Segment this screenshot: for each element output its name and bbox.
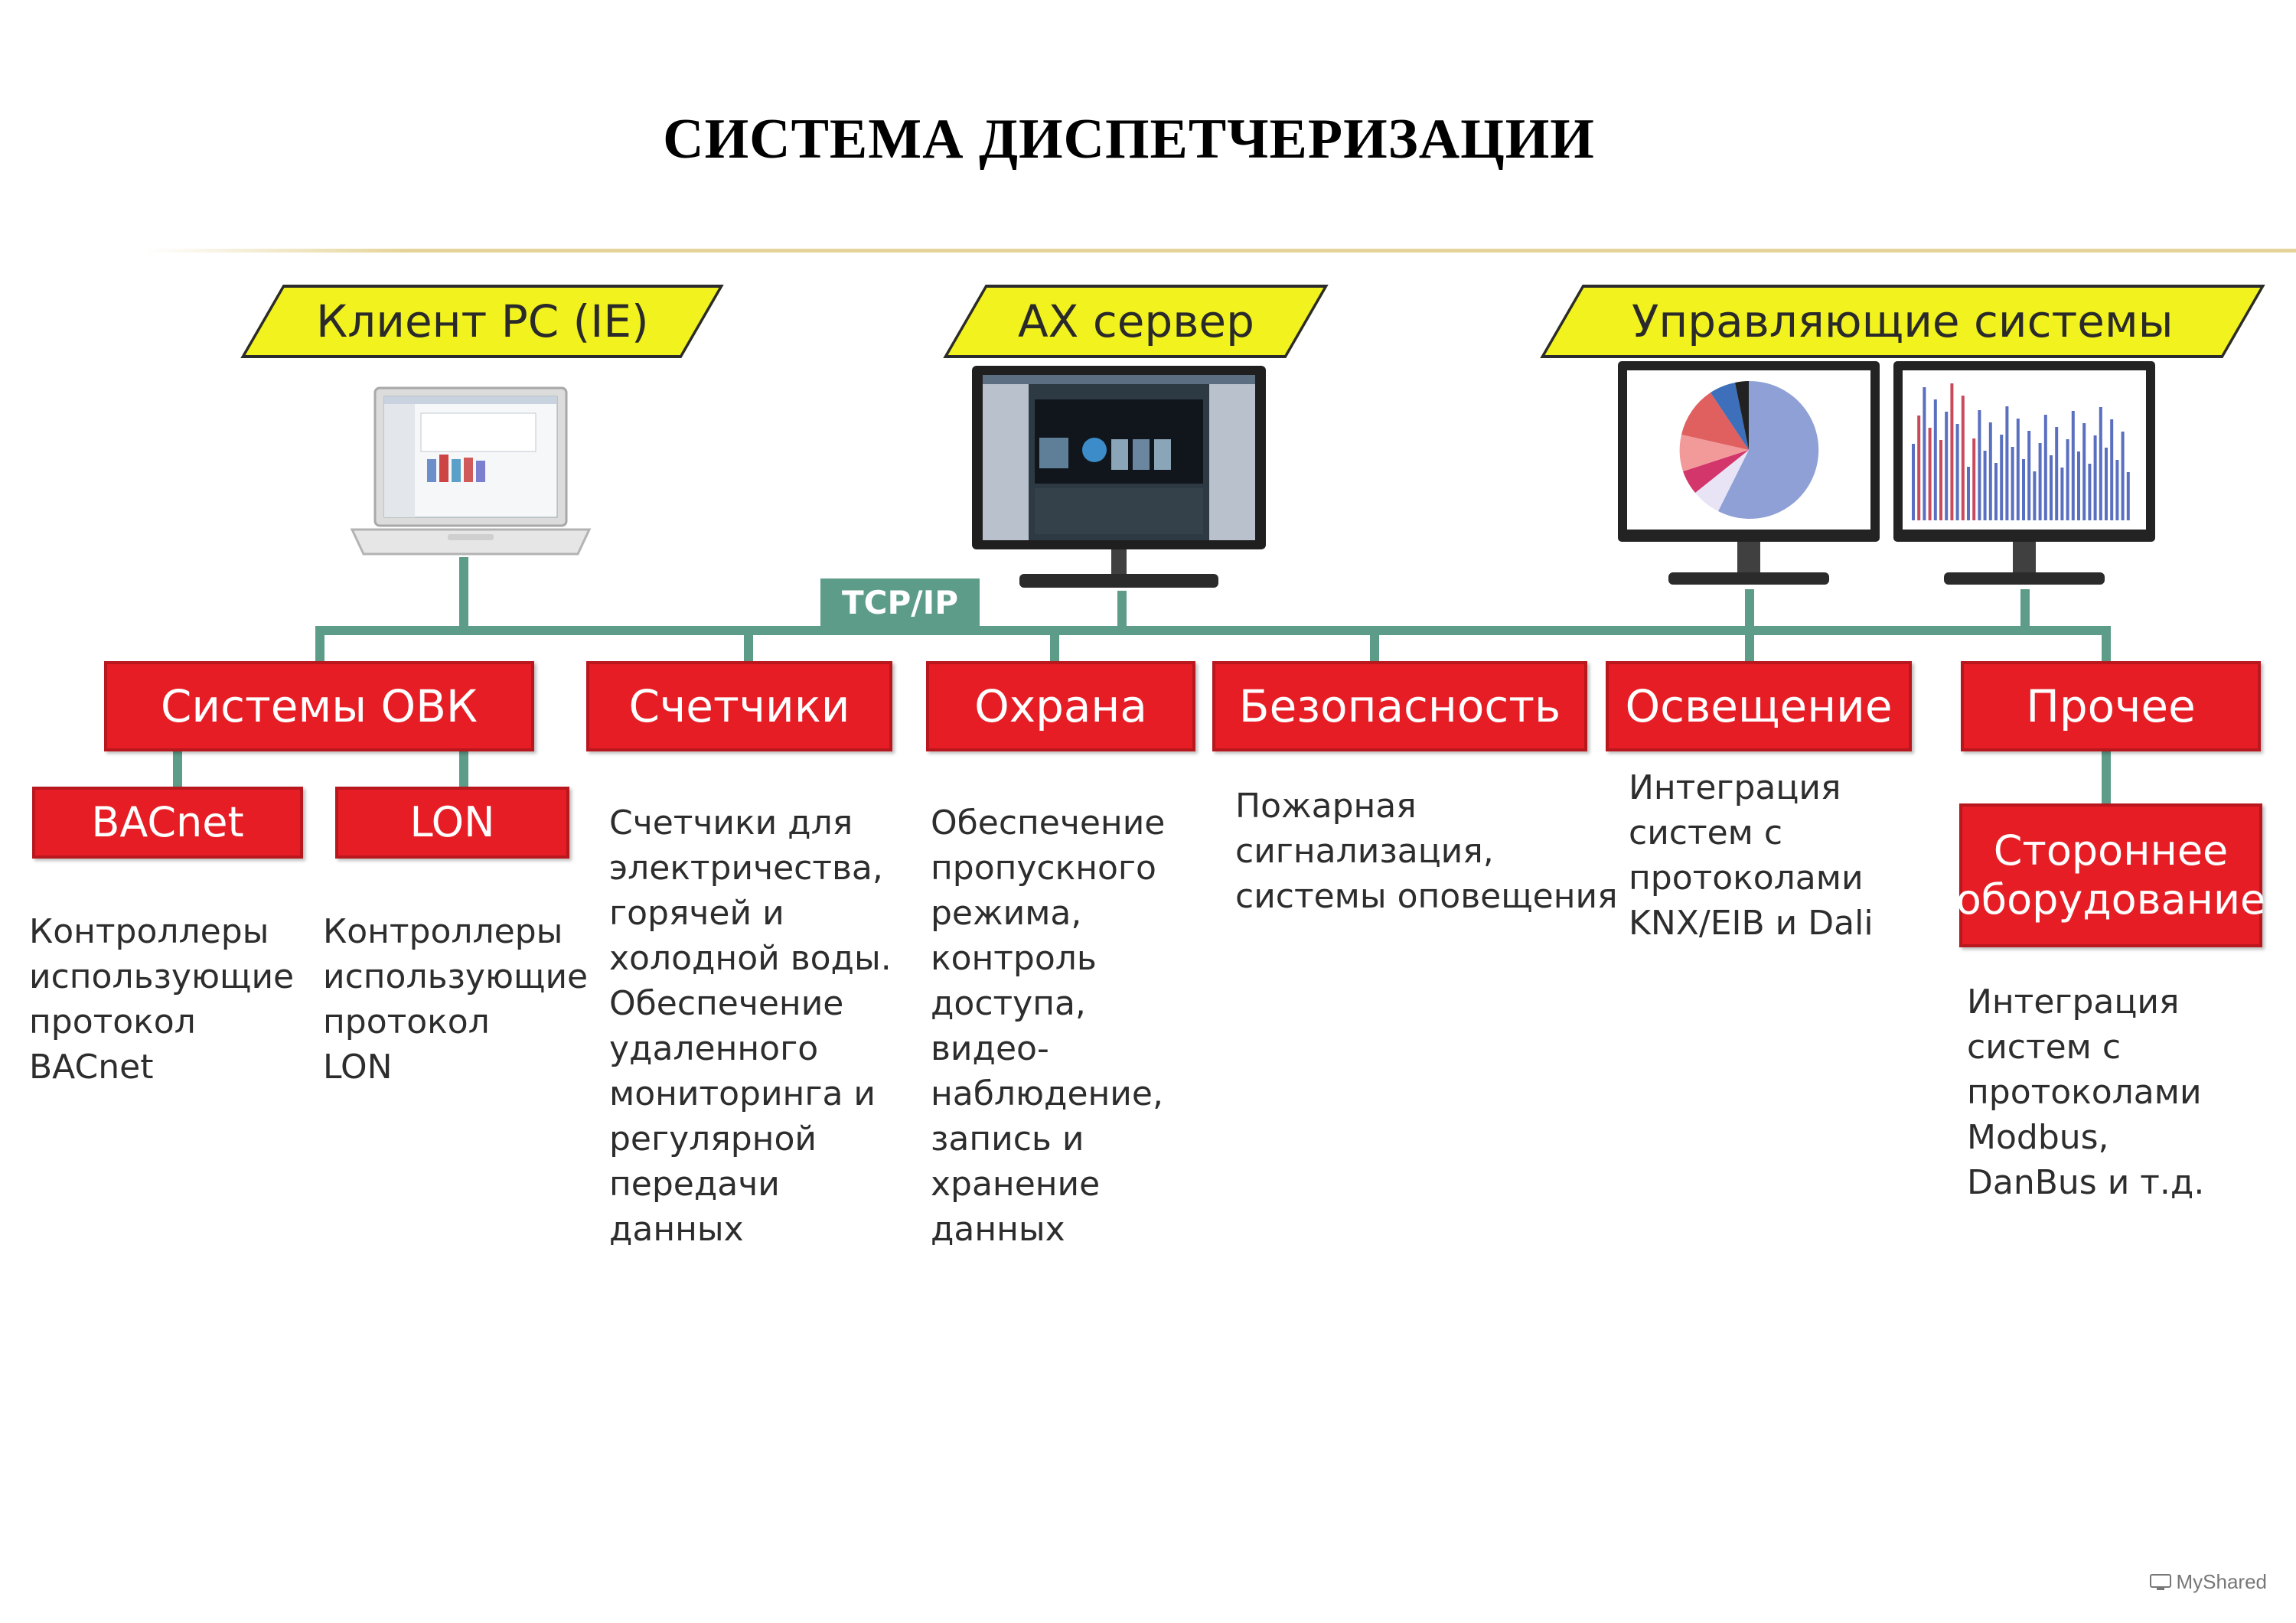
label-control-systems: Управляющие системы	[1540, 285, 2265, 358]
mini-bar	[2088, 464, 2092, 520]
mini-bar	[2082, 423, 2086, 520]
watermark: MyShared	[2149, 1570, 2268, 1594]
mini-bar	[1923, 387, 1926, 520]
desc-safety: Пожарная сигнализация, системы оповещени…	[1235, 787, 1618, 916]
box-lon: LON	[335, 787, 569, 859]
mini-bar	[2022, 459, 2025, 520]
desc-bacnet: Контроллеры использующие протокол BACnet	[29, 912, 295, 1087]
mini-bar	[2033, 471, 2037, 520]
mini-bar	[1945, 412, 1949, 520]
connector-control-1	[1745, 589, 1754, 629]
desc-lighting: Интеграция систем с протоколами KNX/EIB …	[1629, 768, 1874, 943]
mini-bar	[1988, 422, 1992, 520]
mini-bar	[2060, 468, 2064, 520]
mini-bar	[1994, 463, 1998, 520]
box-guard: Охрана	[926, 661, 1195, 751]
page-title: СИСТЕМА ДИСПЕТЧЕРИЗАЦИИ	[663, 108, 1595, 171]
tcp-ip-bus-line	[315, 626, 2109, 635]
desc-guard: Обеспечение пропускного режима, контроль…	[931, 803, 1166, 1249]
label-client-pc: Клиент PC (IE)	[240, 285, 724, 358]
mini-bar	[2050, 455, 2053, 520]
mini-bar	[2126, 472, 2130, 520]
mini-bar	[2016, 419, 2020, 520]
mini-bar	[2000, 435, 2004, 520]
label-ax-server: AX сервер	[943, 285, 1329, 358]
mini-bar	[2027, 431, 2031, 520]
connector-safety	[1370, 626, 1379, 664]
mini-bar	[2066, 439, 2069, 520]
mini-bar	[1978, 410, 1981, 520]
desc-lon: Контроллеры использующие протокол LON	[323, 912, 589, 1087]
connector-guard	[1050, 626, 1059, 664]
server-monitor-icon	[972, 366, 1266, 588]
watermark-logo-icon	[2149, 1573, 2171, 1590]
mini-bar	[1983, 451, 1987, 520]
box-bacnet: BACnet	[32, 787, 303, 859]
box-hvac-systems: Системы ОВК	[104, 661, 534, 751]
label-client-pc-text: Клиент PC (IE)	[315, 295, 649, 347]
mini-bar	[2110, 419, 2114, 520]
tcp-ip-label: TCP/IP	[820, 578, 980, 626]
mini-bar	[2011, 447, 2014, 520]
laptop-icon	[350, 386, 592, 556]
mini-bar	[1928, 428, 1932, 520]
mini-bar	[2071, 411, 2075, 520]
connector-server	[1117, 591, 1127, 631]
box-meters: Счетчики	[586, 661, 892, 751]
connector-client	[459, 557, 468, 631]
mini-bar	[1933, 399, 1937, 520]
mini-bar	[2115, 460, 2119, 520]
desc-third-party: Интеграция систем с протоколами Modbus, …	[1967, 983, 2205, 1202]
box-safety: Безопасность	[1212, 661, 1587, 751]
mini-bar	[2055, 427, 2059, 520]
label-ax-server-text: AX сервер	[1017, 295, 1254, 347]
mini-bar	[1961, 396, 1965, 520]
box-other: Прочее	[1961, 661, 2261, 751]
box-lighting: Освещение	[1606, 661, 1912, 751]
connector-lon	[459, 750, 468, 790]
mini-bar	[2043, 415, 2047, 520]
connector-other	[2102, 626, 2111, 664]
desc-meters: Счетчики для электричества, горячей и хо…	[609, 803, 892, 1249]
connector-hvac	[315, 626, 325, 664]
connector-lighting	[1745, 626, 1754, 664]
connector-third-party	[2102, 750, 2111, 805]
box-third-party-equipment: Стороннее оборудование	[1956, 803, 2265, 947]
mini-bar	[1972, 438, 1976, 520]
mini-bar	[1939, 440, 1942, 520]
mini-bar	[2093, 435, 2097, 520]
label-control-systems-text: Управляющие системы	[1632, 295, 2174, 347]
connector-meters	[744, 626, 753, 664]
mini-bar	[2105, 448, 2108, 520]
title-separator	[145, 249, 2296, 253]
watermark-text: MyShared	[2176, 1570, 2268, 1593]
mini-bar	[1950, 383, 1954, 520]
mini-bar	[2121, 432, 2125, 520]
mini-bar	[1917, 416, 1921, 520]
pie-chart-monitor-icon	[1618, 361, 1880, 585]
mini-bar	[1912, 444, 1915, 520]
mini-bar	[2077, 451, 2080, 520]
mini-bar	[2005, 406, 2009, 520]
bar-chart-monitor-icon	[1893, 361, 2155, 585]
connector-bacnet	[173, 750, 182, 790]
mini-bar	[2038, 443, 2042, 520]
mini-bar	[2099, 407, 2102, 520]
connector-control-2	[2020, 589, 2030, 629]
mini-bar	[1955, 424, 1959, 520]
mini-bar	[1967, 467, 1970, 520]
